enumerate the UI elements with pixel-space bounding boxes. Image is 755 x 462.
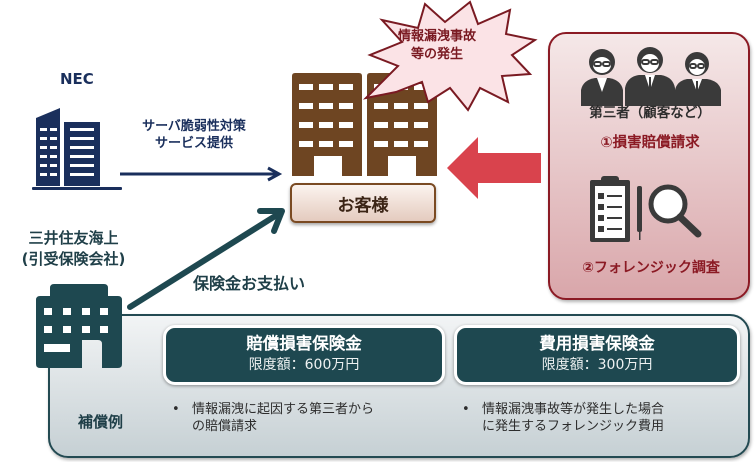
incident-text: 情報漏洩事故 等の発生 xyxy=(372,28,502,64)
coverage-example-label: 補償例 xyxy=(78,413,124,431)
customer-label: お客様 xyxy=(290,183,436,223)
expense-insurance-box: 費用損害保険金 限度額：300万円 xyxy=(454,325,740,385)
payment-arrow-icon xyxy=(127,208,285,310)
third-party-label: 第三者（顧客など） xyxy=(589,105,711,121)
liability-example-line-2: の賠償請求 xyxy=(192,419,258,434)
expense-example: • 情報漏洩事故等が発生した場合 に発生するフォレンジック費用 xyxy=(462,401,742,435)
insurer-name-line-1: 三井住友海上 xyxy=(28,229,119,247)
nec-windows xyxy=(40,128,94,176)
customer-building-icon xyxy=(292,73,437,176)
bullet-icon: • xyxy=(462,402,470,417)
liability-example: • 情報漏洩に起因する第三者から の賠償請求 xyxy=(172,401,442,435)
forensic-investigation-label: ②フォレンジック調査 xyxy=(582,260,720,276)
claim-arrow-icon xyxy=(447,137,541,199)
liability-insurance-title: 賠償損害保険金 xyxy=(246,334,362,353)
insurer-building-icon xyxy=(36,284,122,368)
expense-insurance-title: 費用損害保険金 xyxy=(539,334,655,353)
nec-label: NEC xyxy=(60,70,94,88)
service-description: サーバ脆弱性対策 サービス提供 xyxy=(128,118,260,152)
pen-icon xyxy=(637,186,642,240)
insurer-name: 三井住友海上 (引受保険会社) xyxy=(6,228,141,270)
incident-burst-icon xyxy=(362,0,538,112)
service-arrow-icon xyxy=(120,166,283,182)
forensic-investigation-icon xyxy=(590,176,702,242)
liability-example-line-1: 情報漏洩に起因する第三者から xyxy=(192,402,375,417)
service-line-2: サービス提供 xyxy=(154,136,233,151)
nec-building-icon xyxy=(32,108,122,190)
incident-line-1: 情報漏洩事故 xyxy=(397,29,476,44)
clipboard-icon xyxy=(590,176,630,242)
nec-tower-right xyxy=(64,122,100,186)
liability-insurance-box: 賠償損害保険金 限度額：600万円 xyxy=(163,325,445,385)
nec-ground xyxy=(32,187,122,190)
damage-claim-label: ①損害賠償請求 xyxy=(600,135,700,151)
insurer-name-line-2: (引受保険会社) xyxy=(21,250,126,268)
expense-example-line-2: に発生するフォレンジック費用 xyxy=(482,419,665,434)
bullet-icon: • xyxy=(172,402,180,417)
expense-example-line-1: 情報漏洩事故等が発生した場合 xyxy=(482,402,665,417)
third-party-people-icon xyxy=(581,47,721,106)
service-line-1: サーバ脆弱性対策 xyxy=(142,119,246,134)
liability-insurance-limit: 限度額：600万円 xyxy=(248,357,360,373)
magnifier-icon xyxy=(648,184,702,238)
payment-label: 保険金お支払い xyxy=(193,274,306,293)
incident-line-2: 等の発生 xyxy=(410,47,463,62)
expense-insurance-limit: 限度額：300万円 xyxy=(541,357,653,373)
